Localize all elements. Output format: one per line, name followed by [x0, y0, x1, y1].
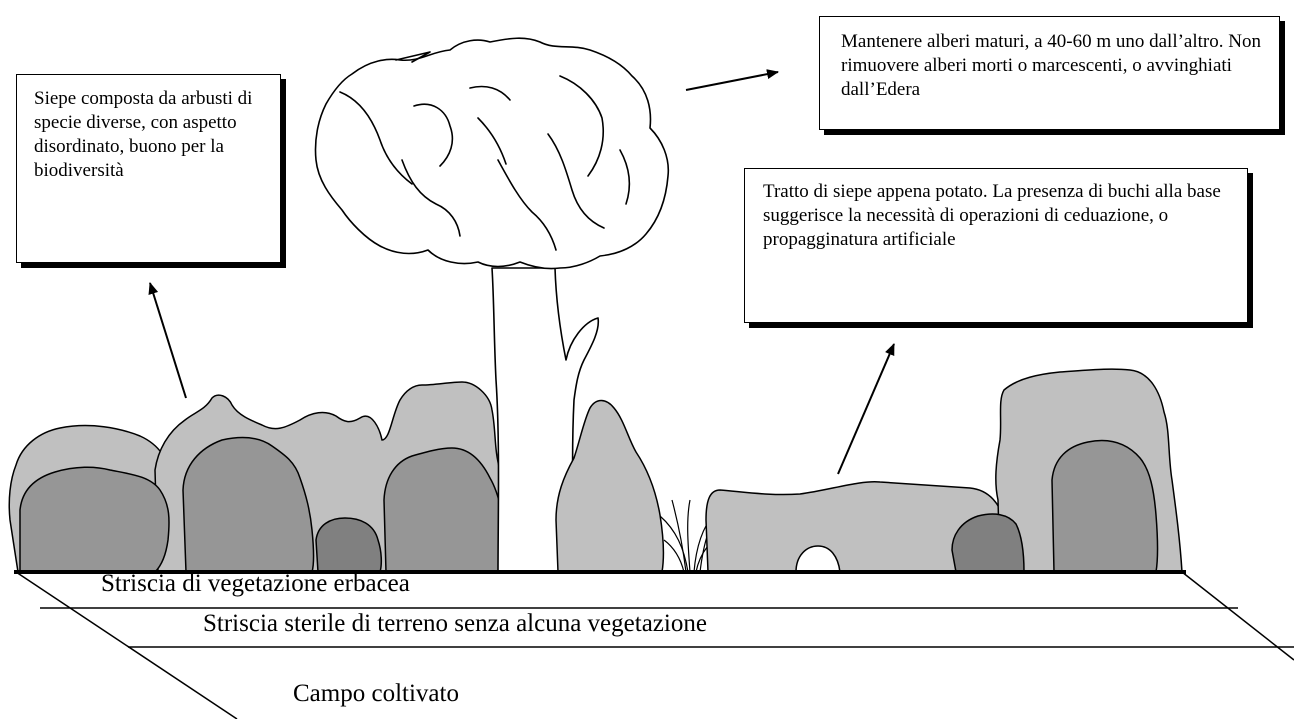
crown-branch	[547, 133, 605, 229]
crown-branch	[619, 149, 631, 205]
crown-branch	[413, 103, 454, 167]
arrow-pruned-hedge	[837, 343, 895, 475]
right-hedge	[705, 368, 1183, 573]
callout-mature-trees-text: Mantenere alberi maturi, a 40-60 m uno d…	[841, 31, 1261, 100]
crown-branch	[339, 91, 413, 185]
middle-hedge	[555, 399, 729, 573]
crown-branch	[469, 85, 511, 101]
bare-strip-label: Striscia sterile di terreno senza alcuna…	[203, 610, 707, 637]
field-strips	[15, 571, 1294, 719]
field-left-edge	[15, 571, 238, 719]
light-shrub	[555, 399, 665, 573]
crown-branch	[477, 117, 507, 165]
crown-branch	[395, 51, 431, 63]
callout-pruned-hedge: Tratto di siepe appena potato. La presen…	[744, 168, 1248, 323]
crown-branch	[401, 159, 461, 237]
hedge-gap	[795, 545, 841, 573]
callout-pruned-hedge-text: Tratto di siepe appena potato. La presen…	[763, 181, 1221, 250]
field-label: Campo coltivato	[293, 680, 459, 707]
callout-hedge-mixed-text: Siepe composta da arbusti di specie dive…	[34, 88, 253, 181]
left-hedge	[8, 381, 511, 573]
herbaceous-strip-label: Striscia di vegetazione erbacea	[101, 570, 410, 597]
dark-shrub	[19, 466, 170, 573]
arrow-mature-trees	[685, 69, 779, 91]
crown-branch	[497, 159, 557, 251]
callout-hedge-mixed: Siepe composta da arbusti di specie dive…	[16, 74, 281, 263]
pruned-hedge	[705, 480, 1009, 573]
darker-shrub	[315, 517, 383, 573]
dark-shrub	[1051, 439, 1159, 573]
callout-mature-trees: Mantenere alberi maturi, a 40-60 m uno d…	[819, 16, 1280, 130]
crown-branch	[559, 75, 604, 177]
darker-shrub	[951, 513, 1025, 573]
arrow-hedge-mixed	[148, 282, 187, 399]
tree-crown	[314, 37, 670, 270]
callout-arrows	[148, 69, 895, 475]
dark-shrub	[182, 436, 315, 573]
field-right-edge	[1181, 571, 1294, 661]
